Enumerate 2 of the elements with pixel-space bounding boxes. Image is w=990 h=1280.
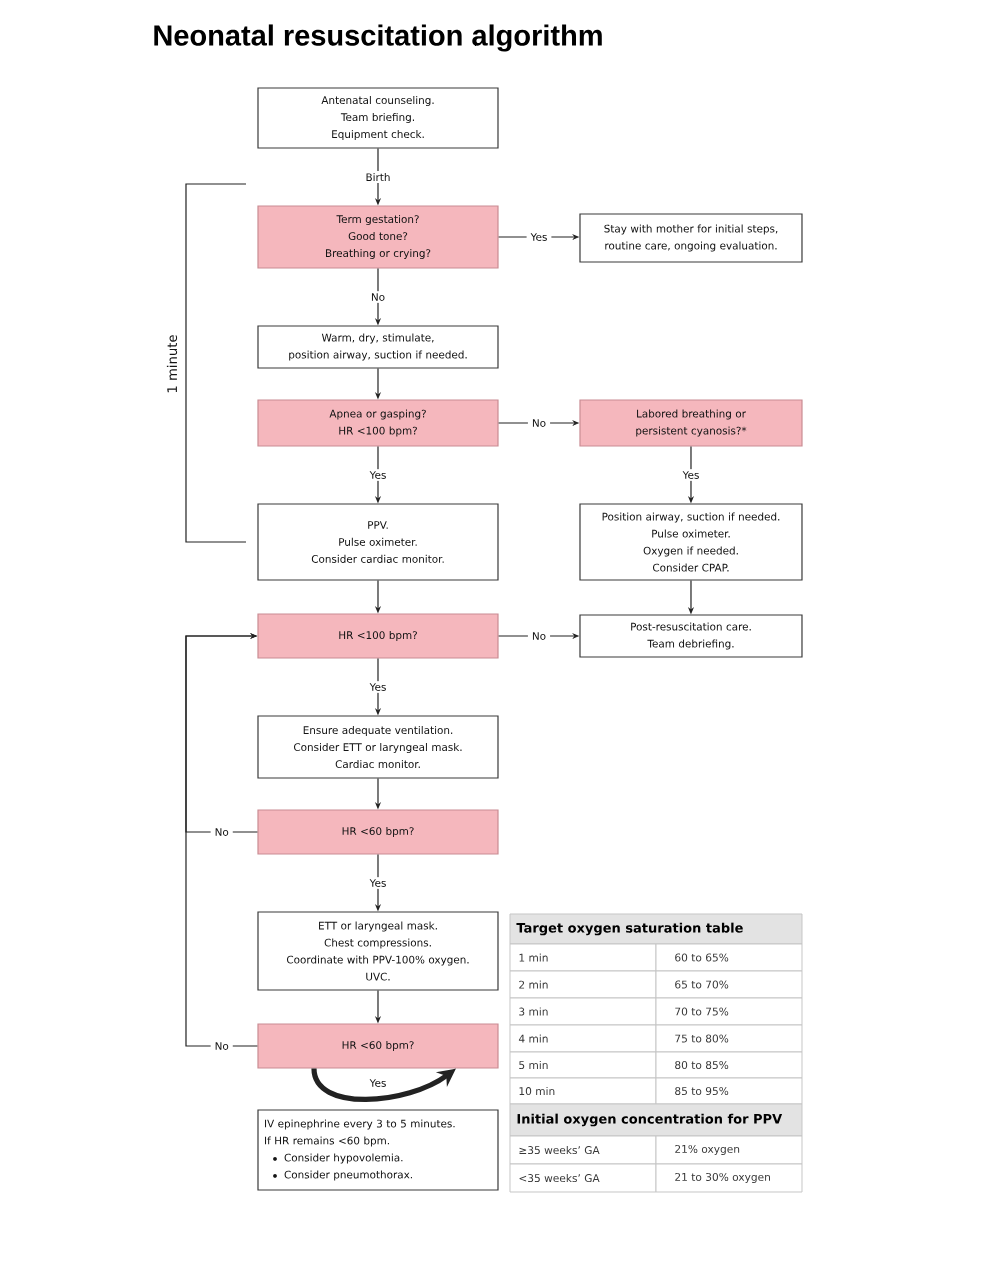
arrow — [185, 632, 258, 1047]
title: Neonatal resuscitation algorithm — [154, 24, 602, 52]
